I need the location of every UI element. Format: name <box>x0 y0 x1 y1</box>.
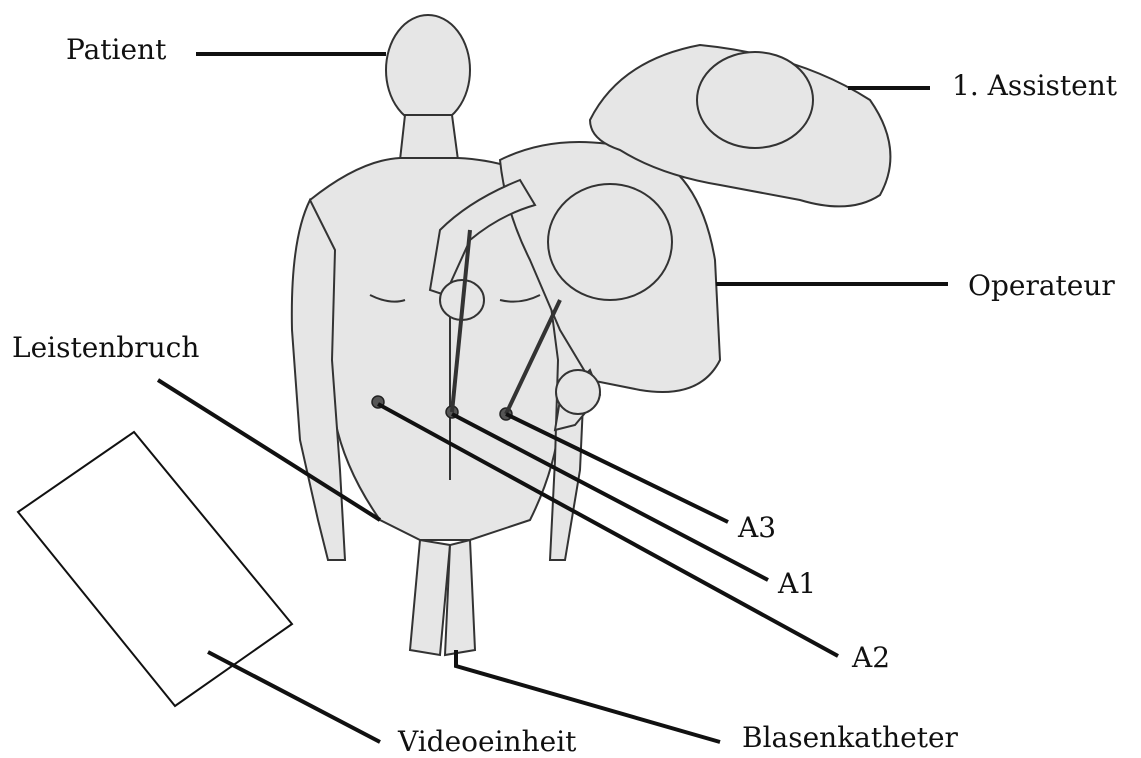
label-a3: A3 <box>738 512 776 544</box>
leader-video <box>208 652 380 742</box>
operator-right-hand-fist <box>556 370 600 414</box>
label-catheter: Blasenkatheter <box>742 722 958 754</box>
label-assistant: 1. Assistent <box>952 70 1117 102</box>
label-hernia: Leistenbruch <box>12 332 199 364</box>
label-video: Videoeinheit <box>398 726 576 758</box>
label-a1: A1 <box>778 568 816 600</box>
patient-left-leg <box>410 540 450 655</box>
patient-neck <box>400 115 458 160</box>
operator-head <box>548 184 672 300</box>
label-patient: Patient <box>66 34 166 66</box>
patient-right-leg <box>445 540 475 655</box>
patient-figure <box>292 15 585 655</box>
assistant-head <box>697 52 813 148</box>
label-operator: Operateur <box>968 270 1115 302</box>
label-a2: A2 <box>852 642 890 674</box>
video-unit-rectangle <box>18 432 292 706</box>
patient-head <box>386 15 470 125</box>
